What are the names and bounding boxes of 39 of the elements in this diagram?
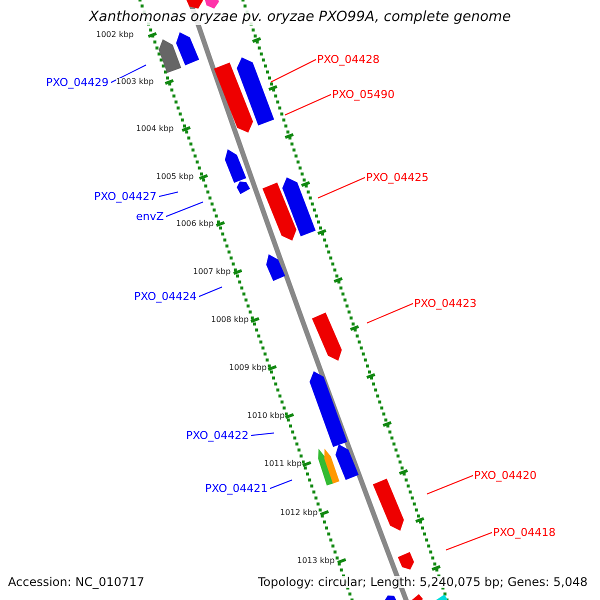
gene-label: envZ: [136, 211, 164, 222]
leader-line: [166, 202, 204, 217]
leader-line: [110, 64, 146, 83]
tick-label: 1007 kbp: [193, 268, 231, 276]
tick-label: 1002 kbp: [96, 31, 134, 39]
gene-label: PXO_04423: [414, 298, 477, 309]
leader-line: [318, 177, 366, 198]
tick-label: 1009 kbp: [229, 364, 267, 372]
leader-line: [426, 475, 474, 494]
tick-label: 1012 kbp: [280, 509, 318, 517]
leader-line: [250, 432, 274, 436]
gene-label: PXO_04428: [317, 54, 380, 65]
tick-label: 1004 kbp: [136, 125, 174, 133]
leader-line: [270, 59, 316, 82]
tick-label: 1010 kbp: [247, 412, 285, 420]
leader-line: [198, 286, 222, 297]
gene-label: PXO_04418: [493, 527, 556, 538]
gene-label: PXO_04424: [134, 291, 197, 302]
leader-line: [158, 192, 178, 197]
genome-info-text: Topology: circular; Length: 5,240,075 bp; Genes: 5,048: [258, 576, 588, 588]
gene-label: PXO_04427: [94, 191, 157, 202]
gene-label: PXO_04422: [186, 430, 249, 441]
tick-label: 1006 kbp: [176, 220, 214, 228]
tick-label: 1008 kbp: [211, 316, 249, 324]
leader-line: [284, 94, 332, 116]
leader-line: [446, 532, 492, 550]
gene-label: PXO_05490: [332, 89, 395, 100]
gene-label: PXO_04425: [366, 172, 429, 183]
leader-line: [366, 303, 414, 324]
gene-label: PXO_04429: [46, 77, 109, 88]
title: Xanthomonas oryzae pv. oryzae PXO99A, complete genome: [89, 9, 511, 25]
gene-label: PXO_04420: [474, 470, 537, 481]
tick-label: 1013 kbp: [297, 557, 335, 565]
tick-label: 1011 kbp: [264, 460, 302, 468]
tick-label: 1003 kbp: [116, 78, 154, 86]
gene-label: PXO_04421: [205, 483, 268, 494]
accession-text: Accession: NC_010717: [8, 576, 144, 588]
leader-line: [270, 480, 292, 489]
tick-label: 1005 kbp: [156, 173, 194, 181]
